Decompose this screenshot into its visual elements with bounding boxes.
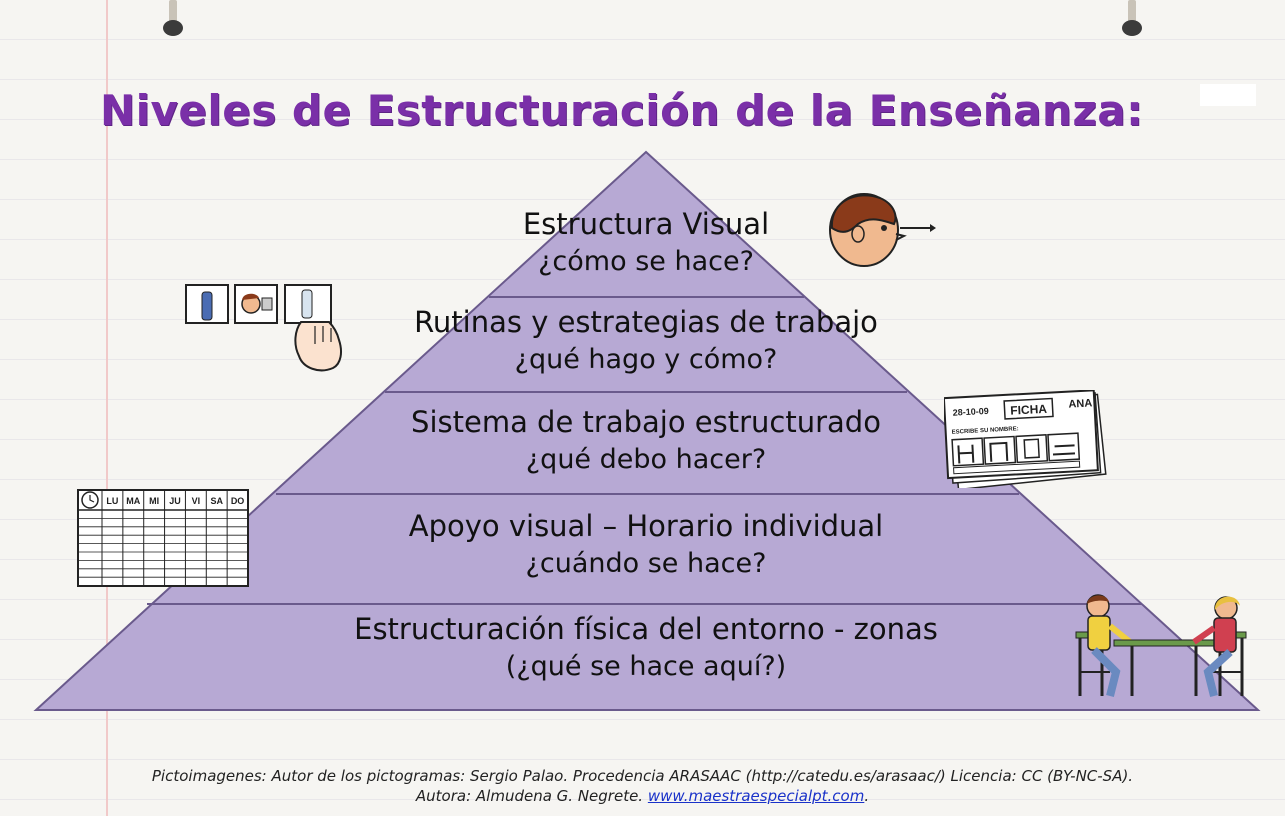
level-1-title: Estructura Visual xyxy=(522,207,770,241)
worksheet-date: 28-10-09 xyxy=(952,406,989,418)
level-4-title: Apoyo visual – Horario individual xyxy=(408,509,884,543)
schedule-day-label: JU xyxy=(169,496,181,506)
worksheet-label: FICHA xyxy=(1010,402,1048,418)
schedule-day-label: DO xyxy=(231,496,245,506)
website-link[interactable]: www.maestraespecialpt.com xyxy=(647,787,865,805)
pushpin-icon xyxy=(163,0,183,38)
footer-suffix: . xyxy=(864,787,870,805)
footer-credits-line: Pictoimagenes: Autor de los pictogramas:… xyxy=(151,767,1134,785)
level-5-text: Estructuración física del entorno - zona… xyxy=(246,610,1046,686)
schedule-day-label: SA xyxy=(210,496,223,506)
level-4-text: Apoyo visual – Horario individual ¿cuánd… xyxy=(296,507,996,583)
page-title: Niveles de Estructuración de la Enseñanz… xyxy=(100,86,1144,135)
level-5-title: Estructuración física del entorno - zona… xyxy=(354,612,938,646)
level-5-question: (¿qué se hace aquí?) xyxy=(505,651,787,682)
footer-author-line: Autora: Almudena G. Negrete. www.maestra… xyxy=(0,786,1285,806)
schedule-day-label: MI xyxy=(149,496,159,506)
level-1-text: Estructura Visual ¿cómo se hace? xyxy=(446,205,846,281)
worksheet-name: ANA xyxy=(1068,397,1092,410)
schedule-day-label: LU xyxy=(106,496,118,506)
schedule-day-label: MA xyxy=(126,496,140,506)
level-3-question: ¿qué debo hacer? xyxy=(525,444,767,475)
level-2-question: ¿qué hago y cómo? xyxy=(514,344,778,375)
level-2-text: Rutinas y estrategias de trabajo ¿qué ha… xyxy=(346,303,946,379)
head-profile-icon xyxy=(829,193,936,267)
footer-author: Autora: Almudena G. Negrete. xyxy=(415,787,648,805)
level-4-question: ¿cuándo se hace? xyxy=(525,548,767,579)
margin-line xyxy=(106,0,108,816)
students-at-table-icon xyxy=(1075,594,1247,697)
level-2-title: Rutinas y estrategias de trabajo xyxy=(414,305,878,339)
worksheet-icon: 28-10-09 FICHA ANA ESCRIBE SU NOMBRE: xyxy=(944,390,1107,488)
level-3-title: Sistema de trabajo estructurado xyxy=(411,405,881,439)
title-patch xyxy=(1200,84,1256,106)
pushpin-icon xyxy=(1122,0,1142,38)
schedule-grid-icon: LU MA MI JU VI SA DO xyxy=(77,489,249,587)
level-3-text: Sistema de trabajo estructurado ¿qué deb… xyxy=(346,403,946,479)
schedule-day-label: VI xyxy=(192,496,201,506)
level-1-question: ¿cómo se hace? xyxy=(538,246,754,277)
worksheet-instruction: ESCRIBE SU NOMBRE: xyxy=(952,426,1019,435)
footer-credits: Pictoimagenes: Autor de los pictogramas:… xyxy=(0,766,1285,806)
hand-cards-icon xyxy=(185,284,342,372)
